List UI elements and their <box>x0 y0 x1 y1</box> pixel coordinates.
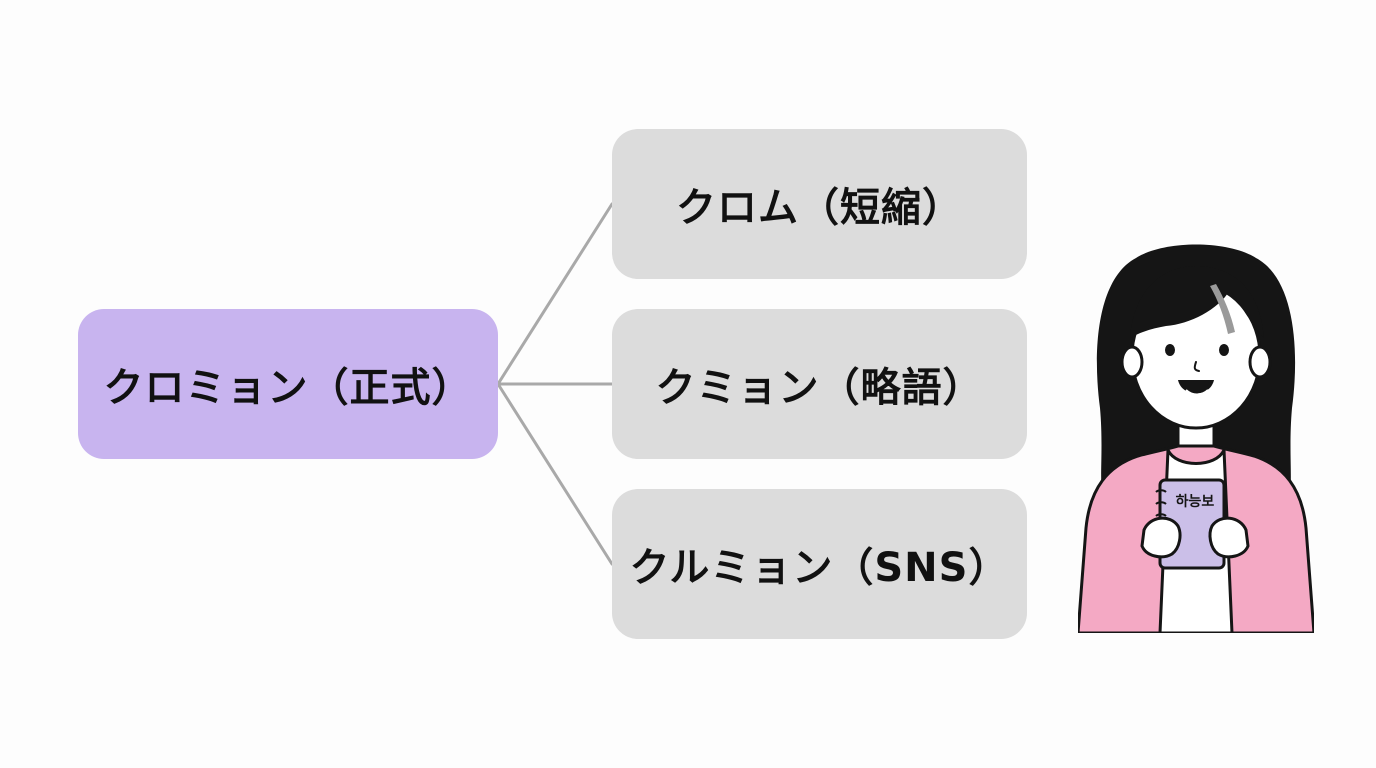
girl-holding-notebook-icon: 하능보 <box>1078 244 1314 633</box>
child-node-label: クルミョン（SNS） <box>629 545 1010 591</box>
child-node-label: クミョン（略語） <box>655 365 984 411</box>
hand-left <box>1140 516 1182 559</box>
hair-bangs <box>1130 266 1264 338</box>
connector-to-child-1 <box>496 202 614 386</box>
eye-right <box>1219 344 1229 356</box>
child-node-abbreviation: クミョン（略語） <box>612 309 1027 459</box>
child-node-label: クロム（短縮） <box>676 185 963 231</box>
connector-to-child-3 <box>496 382 614 566</box>
notebook-label: 하능보 <box>1176 493 1215 510</box>
root-node-label: クロミョン（正式） <box>103 365 473 411</box>
hand-right <box>1208 516 1250 559</box>
child-node-sns: クルミョン（SNS） <box>612 489 1027 639</box>
root-node: クロミョン（正式） <box>78 309 498 459</box>
child-node-short: クロム（短縮） <box>612 129 1027 279</box>
eye-left <box>1165 344 1175 356</box>
